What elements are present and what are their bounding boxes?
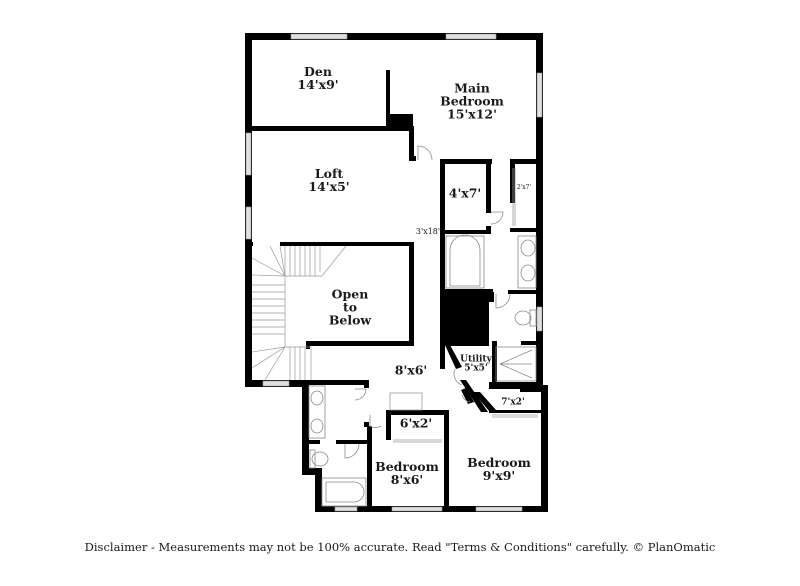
disclaimer-text: Disclaimer - Measurements may not be 100…	[84, 540, 716, 554]
room-walk-in-closet-label: 4'x7'	[449, 186, 482, 199]
room-dimensions: 6'x2'	[399, 415, 433, 431]
room-dimensions: 2'x7'	[516, 183, 532, 191]
windows	[245, 33, 543, 512]
staircase	[251, 245, 347, 381]
label-line3: Below	[328, 312, 372, 328]
room-closet-6x2-label: 6'x2'	[400, 416, 433, 429]
room-dimensions: 9'x9'	[482, 468, 516, 483]
room-dimensions: 5'x5'	[464, 364, 488, 374]
room-bedroom-9x9-label: Bedroom 9'x9'	[467, 456, 531, 482]
interior-walls	[245, 70, 541, 512]
room-closet-2x7-label: 2'x7'	[516, 183, 532, 191]
room-closet-7x2-label: 7'x2'	[501, 397, 525, 408]
room-dimensions: 14'x9'	[297, 77, 339, 92]
room-dimensions: 14'x5'	[308, 179, 350, 194]
open-to-below-label: Open to Below	[328, 286, 372, 328]
room-name-line2: Bedroom	[440, 93, 504, 109]
room-dimensions: 7'x2'	[501, 397, 525, 408]
room-dimensions: 4'x7'	[448, 185, 482, 201]
room-dimensions: 3'x18'	[415, 226, 441, 236]
room-name: Bedroom	[467, 454, 531, 470]
room-name: Den	[304, 63, 332, 79]
closet-doors	[389, 168, 538, 443]
room-den-label: Den 14'x9'	[297, 65, 338, 91]
room-dimensions: 15'x12'	[447, 106, 497, 122]
room-loft-label: Loft 14'x5'	[308, 167, 349, 193]
room-name: Utility	[460, 354, 492, 365]
label-line1: Open	[331, 286, 369, 302]
fixtures	[308, 234, 537, 507]
doors	[344, 145, 511, 459]
room-utility-label: Utility 5'x5'	[460, 354, 492, 375]
room-name-line1: Main	[454, 80, 490, 96]
room-dimensions: 8'x6'	[390, 472, 424, 487]
room-name: Loft	[314, 165, 344, 181]
room-bedroom-8x6-label: Bedroom 8'x6'	[375, 460, 439, 486]
room-main-bedroom-label: Main Bedroom 15'x12'	[440, 80, 504, 122]
room-name: Bedroom	[375, 458, 439, 474]
hallway-label: 3'x18'	[415, 226, 441, 236]
label-line2: to	[342, 299, 358, 315]
room-dimensions: 8'x6'	[394, 362, 428, 378]
landing-label: 8'x6'	[395, 363, 428, 376]
